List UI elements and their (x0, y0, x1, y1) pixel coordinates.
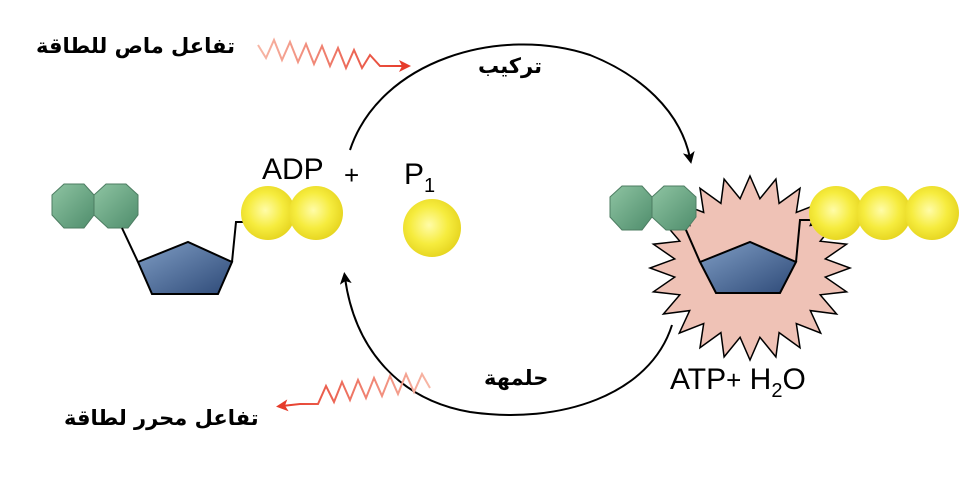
endergonic-energy-wave (257, 37, 411, 72)
endergonic-reaction-label: تفاعل ماص للطاقة (36, 34, 236, 58)
adenine-ring-3 (609, 185, 653, 231)
atp-bond-ribose-phosphate (795, 219, 814, 263)
ribose-pentagon-right (698, 240, 798, 294)
exergonic-energy-wave (276, 371, 431, 412)
adenine-ring-1 (51, 183, 95, 229)
adenine-ring-2 (93, 183, 139, 229)
hydrolysis-arc-arrow (339, 272, 673, 416)
exergonic-reaction-label: تفاعل محرر لطاقة (64, 406, 259, 430)
free-phosphate (403, 199, 461, 257)
atp-phosphate-3 (905, 186, 959, 240)
atp-bond-adenine-ribose (685, 229, 701, 263)
atp-phosphate-1 (809, 186, 863, 240)
adp-label: ADP (262, 153, 324, 186)
adp-molecule (51, 183, 343, 295)
atp-molecule (609, 174, 959, 362)
ribose-pentagon-left (136, 240, 234, 295)
adp-phosphate-1 (241, 186, 295, 240)
synthesis-label: تركيب (478, 54, 542, 78)
phosphate-label: P1 (404, 158, 436, 197)
synthesis-arc-arrow (349, 43, 695, 164)
adp-phosphate-2 (289, 186, 343, 240)
hydrolysis-label: حلمهة (484, 366, 549, 390)
adp-bond-adenine-ribose (121, 227, 139, 263)
plus-sign-left: + (344, 160, 360, 190)
atp-water-label: ATP+ H2O (670, 363, 806, 402)
adenine-ring-4 (651, 185, 697, 231)
atp-phosphate-2 (857, 186, 911, 240)
